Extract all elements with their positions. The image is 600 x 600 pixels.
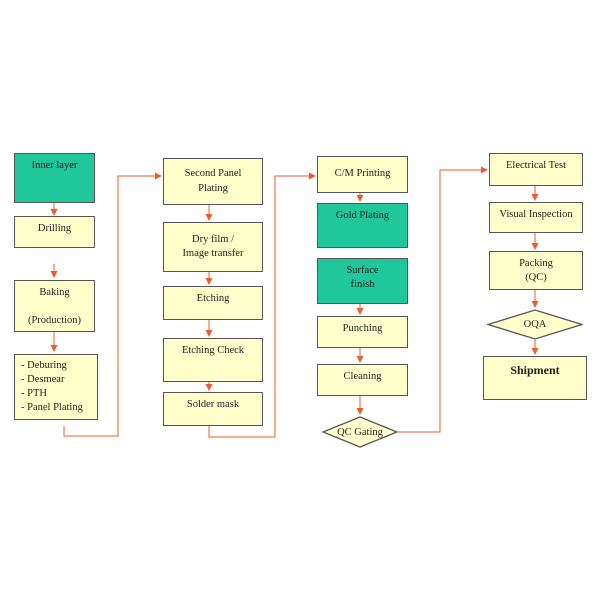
step-second-panel-plating: Second Panel Plating xyxy=(163,158,263,205)
step-cleaning: Cleaning xyxy=(317,364,408,396)
step-qc-gating: QC Gating xyxy=(322,416,398,448)
step-cm-printing: C/M Printing xyxy=(317,156,408,193)
diamond-shape xyxy=(322,416,398,448)
step-etching-check: Etching Check xyxy=(163,338,263,382)
step-gold-plating: Gold Plating xyxy=(317,203,408,248)
step-oqa: OQA xyxy=(487,309,583,340)
step-solder-mask: Solder mask xyxy=(163,392,263,426)
step-punching: Punching xyxy=(317,316,408,348)
list-item-pth: - PTH xyxy=(21,388,47,399)
step-dry-film-image-transfer: Dry film / Image transfer xyxy=(163,222,263,272)
step-plating-list: - Deburing - Desmear - PTH - Panel Plati… xyxy=(14,354,98,420)
step-shipment: Shipment xyxy=(483,356,587,400)
connector-col3-to-col4 xyxy=(398,166,488,433)
step-packing-qc: Packing (QC) xyxy=(489,251,583,290)
oqa-label: OQA xyxy=(523,319,547,330)
step-visual-inspection: Visual Inspection xyxy=(489,202,583,233)
step-etching: Etching xyxy=(163,286,263,320)
connector-col1-to-col2 xyxy=(63,172,162,437)
step-electrical-test: Electrical Test xyxy=(489,153,583,186)
step-surface-finish: Surface finish xyxy=(317,258,408,304)
connector-col2-to-col3 xyxy=(208,172,316,438)
step-inner-layer: Inner layer xyxy=(14,153,95,203)
list-item-desmear: - Desmear xyxy=(21,373,65,385)
list-item-deburing: - Deburing xyxy=(21,359,67,371)
step-drilling: Drilling xyxy=(14,216,95,248)
diamond-shape xyxy=(487,309,583,340)
step-baking: Baking (Production) xyxy=(14,280,95,332)
qc-gating-label: QC Gating xyxy=(337,426,383,438)
list-item-panel-plating: - Panel Plating xyxy=(21,402,83,414)
